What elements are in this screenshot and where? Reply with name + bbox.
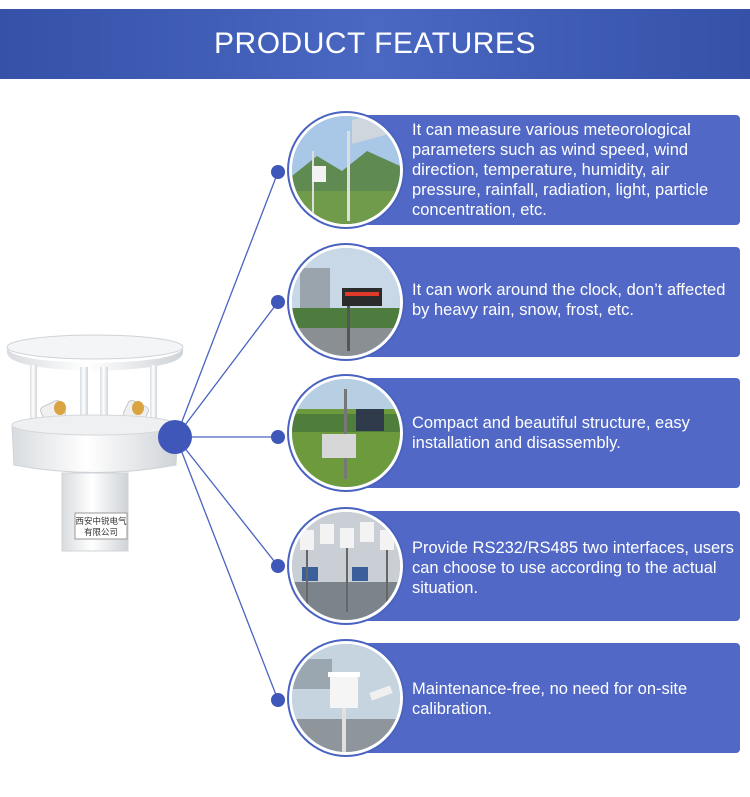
page-title: PRODUCT FEATURES — [214, 27, 536, 60]
weather-sensor-image: 西安中锐电气 有限公司 — [6, 334, 184, 552]
device-label-line2: 有限公司 — [84, 527, 118, 538]
feature-card-3 — [360, 378, 740, 488]
feature-photo-mounted-sensor — [289, 641, 403, 755]
feature-photo-sensor-array — [289, 509, 403, 623]
feature-photo-outdoor-station — [289, 245, 403, 359]
header-banner: PRODUCT FEATURES — [0, 9, 750, 79]
feature-card-1 — [360, 115, 740, 225]
connector-dot — [271, 693, 285, 707]
feature-text-5: Maintenance-free, no need for on-site ca… — [412, 680, 688, 718]
device-label-line1: 西安中锐电气 — [75, 516, 127, 527]
feature-text-3: Compact and beautiful structure, easy in… — [412, 414, 690, 452]
connector-dot — [271, 295, 285, 309]
connector-dot — [271, 559, 285, 573]
feature-card-2 — [360, 247, 740, 357]
feature-text-1: It can measure various meteorological pa… — [412, 121, 709, 219]
connector-dot — [271, 430, 285, 444]
feature-text-4: Provide RS232/RS485 two interfaces, user… — [412, 539, 734, 597]
hub-dot — [158, 420, 192, 454]
feature-card-4 — [360, 511, 740, 621]
feature-card-5 — [360, 643, 740, 753]
feature-photo-field-sensor — [289, 376, 403, 490]
connector-dot — [271, 165, 285, 179]
feature-photo-weather-station — [289, 113, 403, 227]
feature-text-2: It can work around the clock, don’t affe… — [412, 281, 726, 319]
